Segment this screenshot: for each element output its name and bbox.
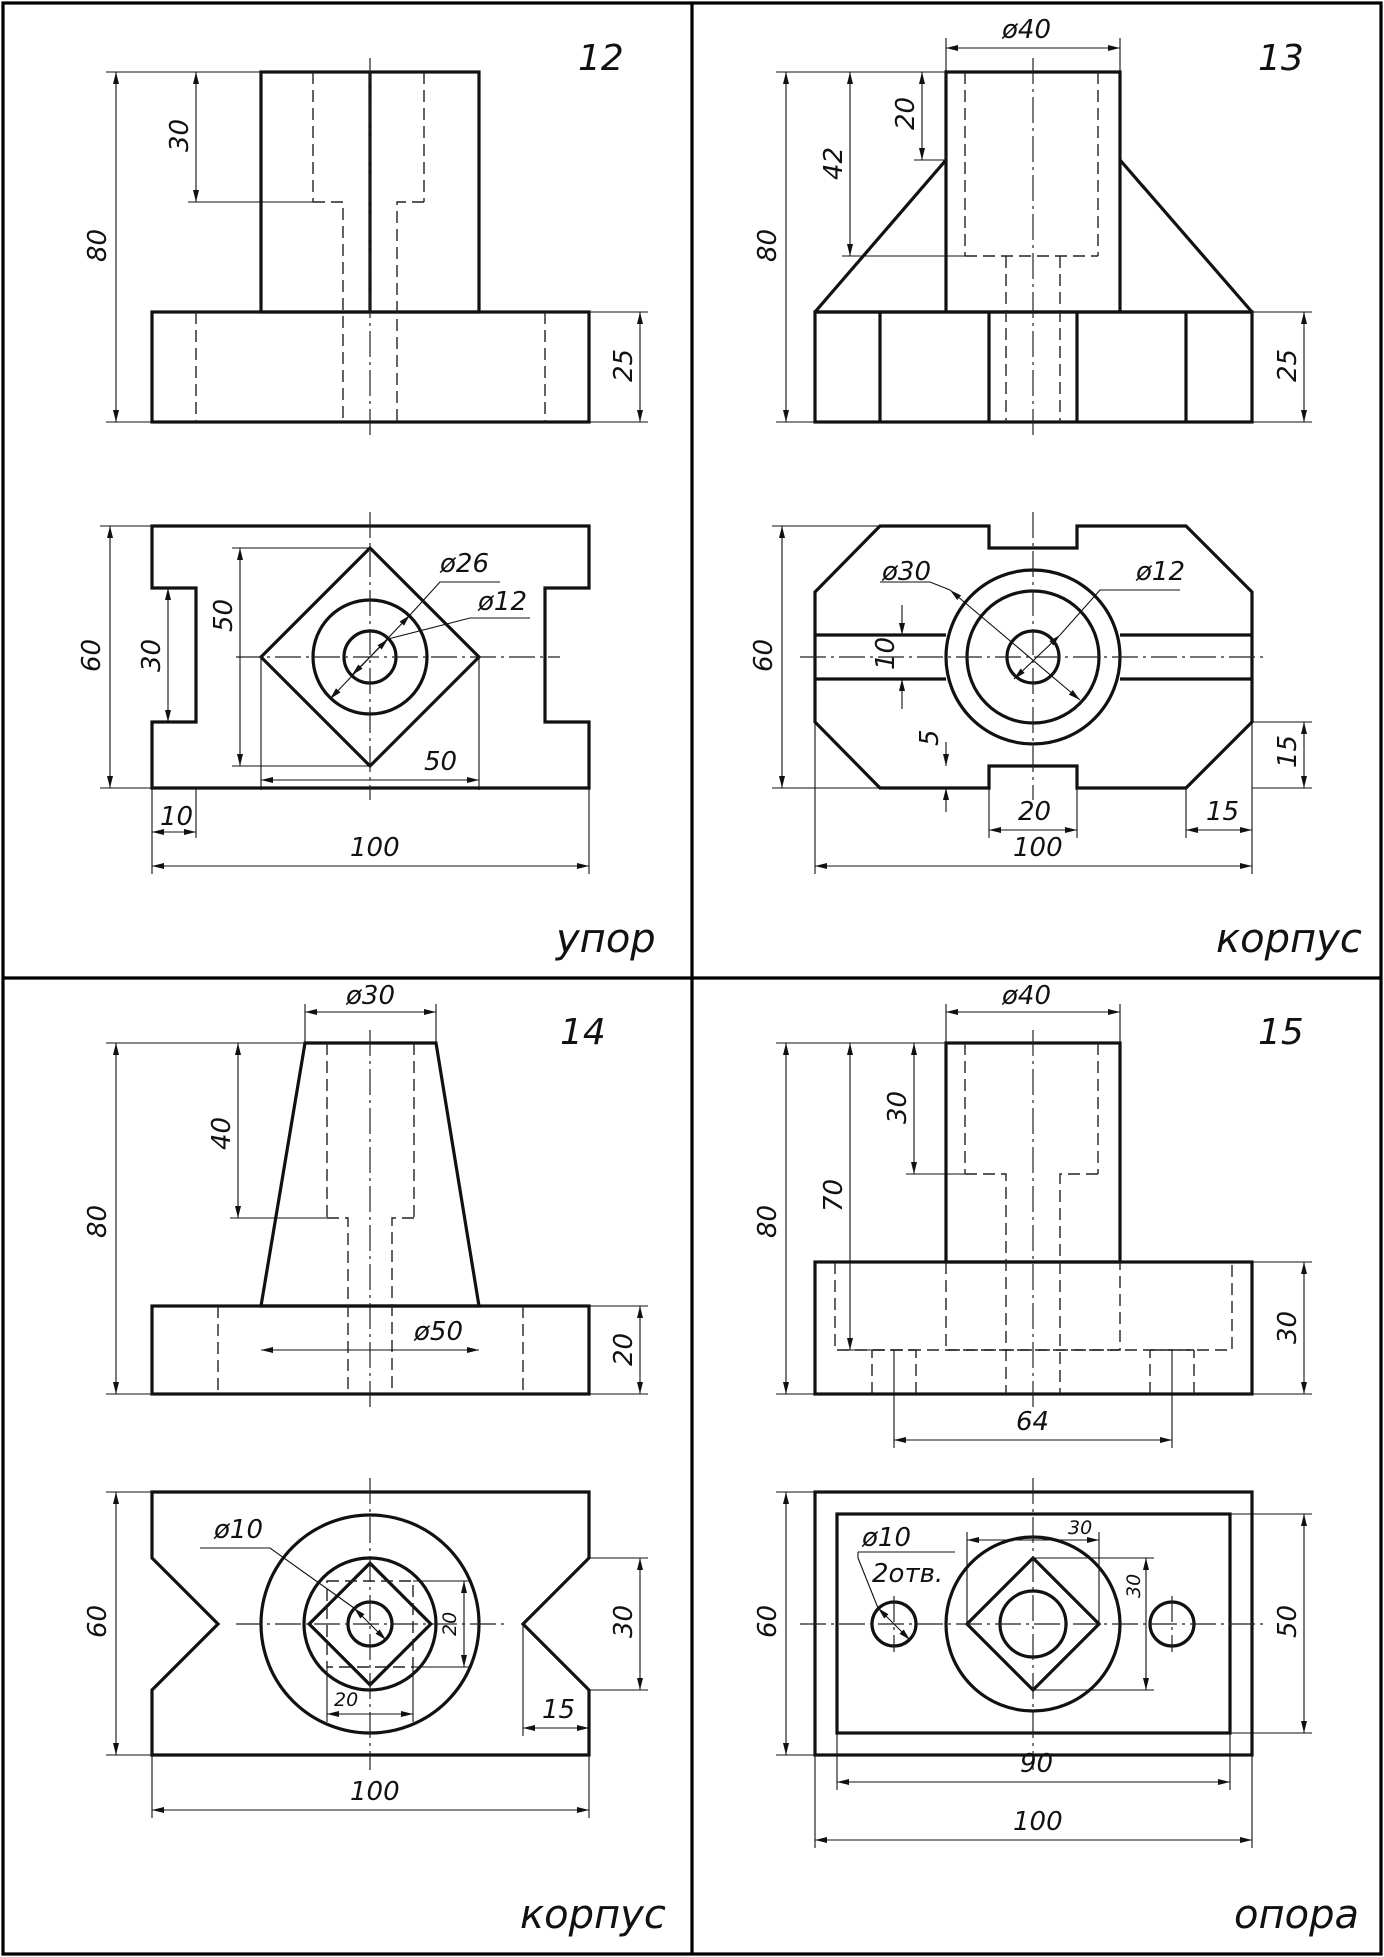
dim-dia-30: ø30 <box>345 981 395 1011</box>
dim-dia-12: ø12 <box>477 587 527 617</box>
front-view: ø40 80 30 70 30 64 <box>753 981 1312 1448</box>
dim-20: 20 <box>891 97 921 130</box>
top-view: ø26 ø12 60 30 50 50 10 100 <box>77 512 591 874</box>
dim-50-horizontal: 50 <box>424 747 457 777</box>
dim-20: 20 <box>609 1333 639 1366</box>
panel-14: 14 корпус ø30 80 <box>83 981 666 1938</box>
hole-count: 2отв. <box>872 1559 943 1589</box>
top-view: ø10 2отв. 30 30 60 50 90 100 <box>753 1478 1312 1848</box>
dim-5: 5 <box>915 729 945 746</box>
dim-100: 100 <box>350 833 400 863</box>
dim-100: 100 <box>1013 833 1063 863</box>
dim-40: 40 <box>207 1117 237 1150</box>
panel-15: 15 опора <box>753 981 1359 1938</box>
dim-30-square-height: 30 <box>1123 1574 1145 1598</box>
panel-12: 12 упор 80 30 25 <box>77 38 656 962</box>
dim-dia-10: ø10 <box>861 1523 911 1553</box>
dim-dia-50: ø50 <box>413 1317 463 1347</box>
front-view: ø30 80 40 ø50 20 <box>83 981 648 1408</box>
dim-dia-12: ø12 <box>1135 557 1185 587</box>
dim-25: 25 <box>609 349 639 382</box>
dim-15: 15 <box>542 1695 575 1725</box>
dim-15-vertical: 15 <box>1273 735 1303 768</box>
dim-90: 90 <box>1020 1749 1053 1779</box>
dim-30: 30 <box>165 119 195 152</box>
dim-10: 10 <box>160 802 193 832</box>
dim-dia-30: ø30 <box>881 557 931 587</box>
part-name: опора <box>1234 1892 1359 1938</box>
dim-20: 20 <box>1018 797 1051 827</box>
dim-15-horizontal: 15 <box>1206 797 1239 827</box>
top-view: ø30 ø12 60 10 5 20 15 15 100 <box>749 512 1312 874</box>
dim-10: 10 <box>871 637 901 670</box>
dim-80: 80 <box>753 1205 783 1238</box>
dim-20-horizontal: 20 <box>334 1689 358 1711</box>
dim-30: 30 <box>137 639 167 672</box>
panel-number: 14 <box>560 1012 606 1053</box>
dim-64: 64 <box>1016 1407 1049 1437</box>
dim-70: 70 <box>819 1179 849 1212</box>
panel-number: 12 <box>578 38 624 79</box>
front-view: ø40 80 20 42 25 <box>753 15 1312 436</box>
dim-50-vertical: 50 <box>209 599 239 632</box>
dim-80: 80 <box>83 1205 113 1238</box>
part-name: корпус <box>520 1892 666 1938</box>
dim-25: 25 <box>1273 349 1303 382</box>
dim-60: 60 <box>753 1605 783 1638</box>
dim-30-square-width: 30 <box>1068 1517 1092 1539</box>
dim-dia-40: ø40 <box>1001 15 1051 45</box>
dim-60: 60 <box>77 639 107 672</box>
panel-number: 13 <box>1258 38 1304 79</box>
dim-dia-40: ø40 <box>1001 981 1051 1011</box>
dim-100: 100 <box>1013 1807 1063 1837</box>
dim-80: 80 <box>83 229 113 262</box>
top-view: ø10 60 20 20 30 15 100 <box>83 1478 648 1818</box>
dim-30: 30 <box>883 1091 913 1124</box>
dim-20-vertical: 20 <box>439 1612 461 1636</box>
dim-30-base: 30 <box>1273 1311 1303 1344</box>
dim-50: 50 <box>1273 1605 1303 1638</box>
dim-42: 42 <box>819 147 849 180</box>
dim-60: 60 <box>83 1605 113 1638</box>
dim-80: 80 <box>753 229 783 262</box>
front-view: 80 30 25 <box>83 58 648 436</box>
part-name: корпус <box>1216 916 1362 962</box>
dim-30: 30 <box>609 1605 639 1638</box>
dim-60: 60 <box>749 639 779 672</box>
panel-number: 15 <box>1258 1012 1304 1053</box>
dim-dia-26: ø26 <box>439 549 489 579</box>
dim-dia-10: ø10 <box>213 1515 263 1545</box>
panel-13: 13 корпус <box>749 15 1362 962</box>
dim-100: 100 <box>350 1777 400 1807</box>
part-name: упор <box>555 916 656 962</box>
